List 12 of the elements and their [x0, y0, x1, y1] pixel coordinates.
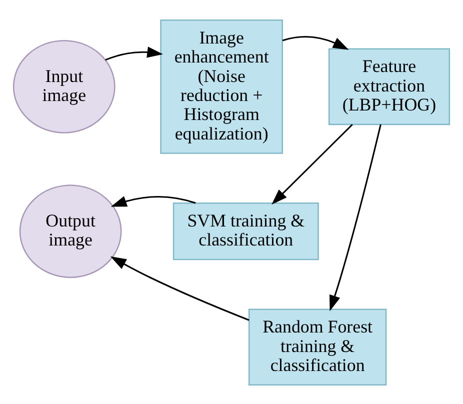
arrow — [110, 196, 196, 206]
node-box: Feature extraction (LBP+HOG) — [328, 48, 450, 125]
arrow — [272, 124, 353, 204]
arrow — [329, 124, 382, 311]
node-box: Random Forest training & classification — [248, 308, 387, 386]
arrow — [282, 36, 349, 50]
node-circle: Input image — [12, 39, 116, 133]
node-circle: Output image — [19, 184, 122, 278]
node-box: SVM training & classification — [172, 202, 319, 260]
node-box: Image enhancement (Noise reduction + Histogram equalization) — [160, 18, 284, 154]
arrow — [105, 46, 164, 60]
arrow — [110, 256, 250, 320]
